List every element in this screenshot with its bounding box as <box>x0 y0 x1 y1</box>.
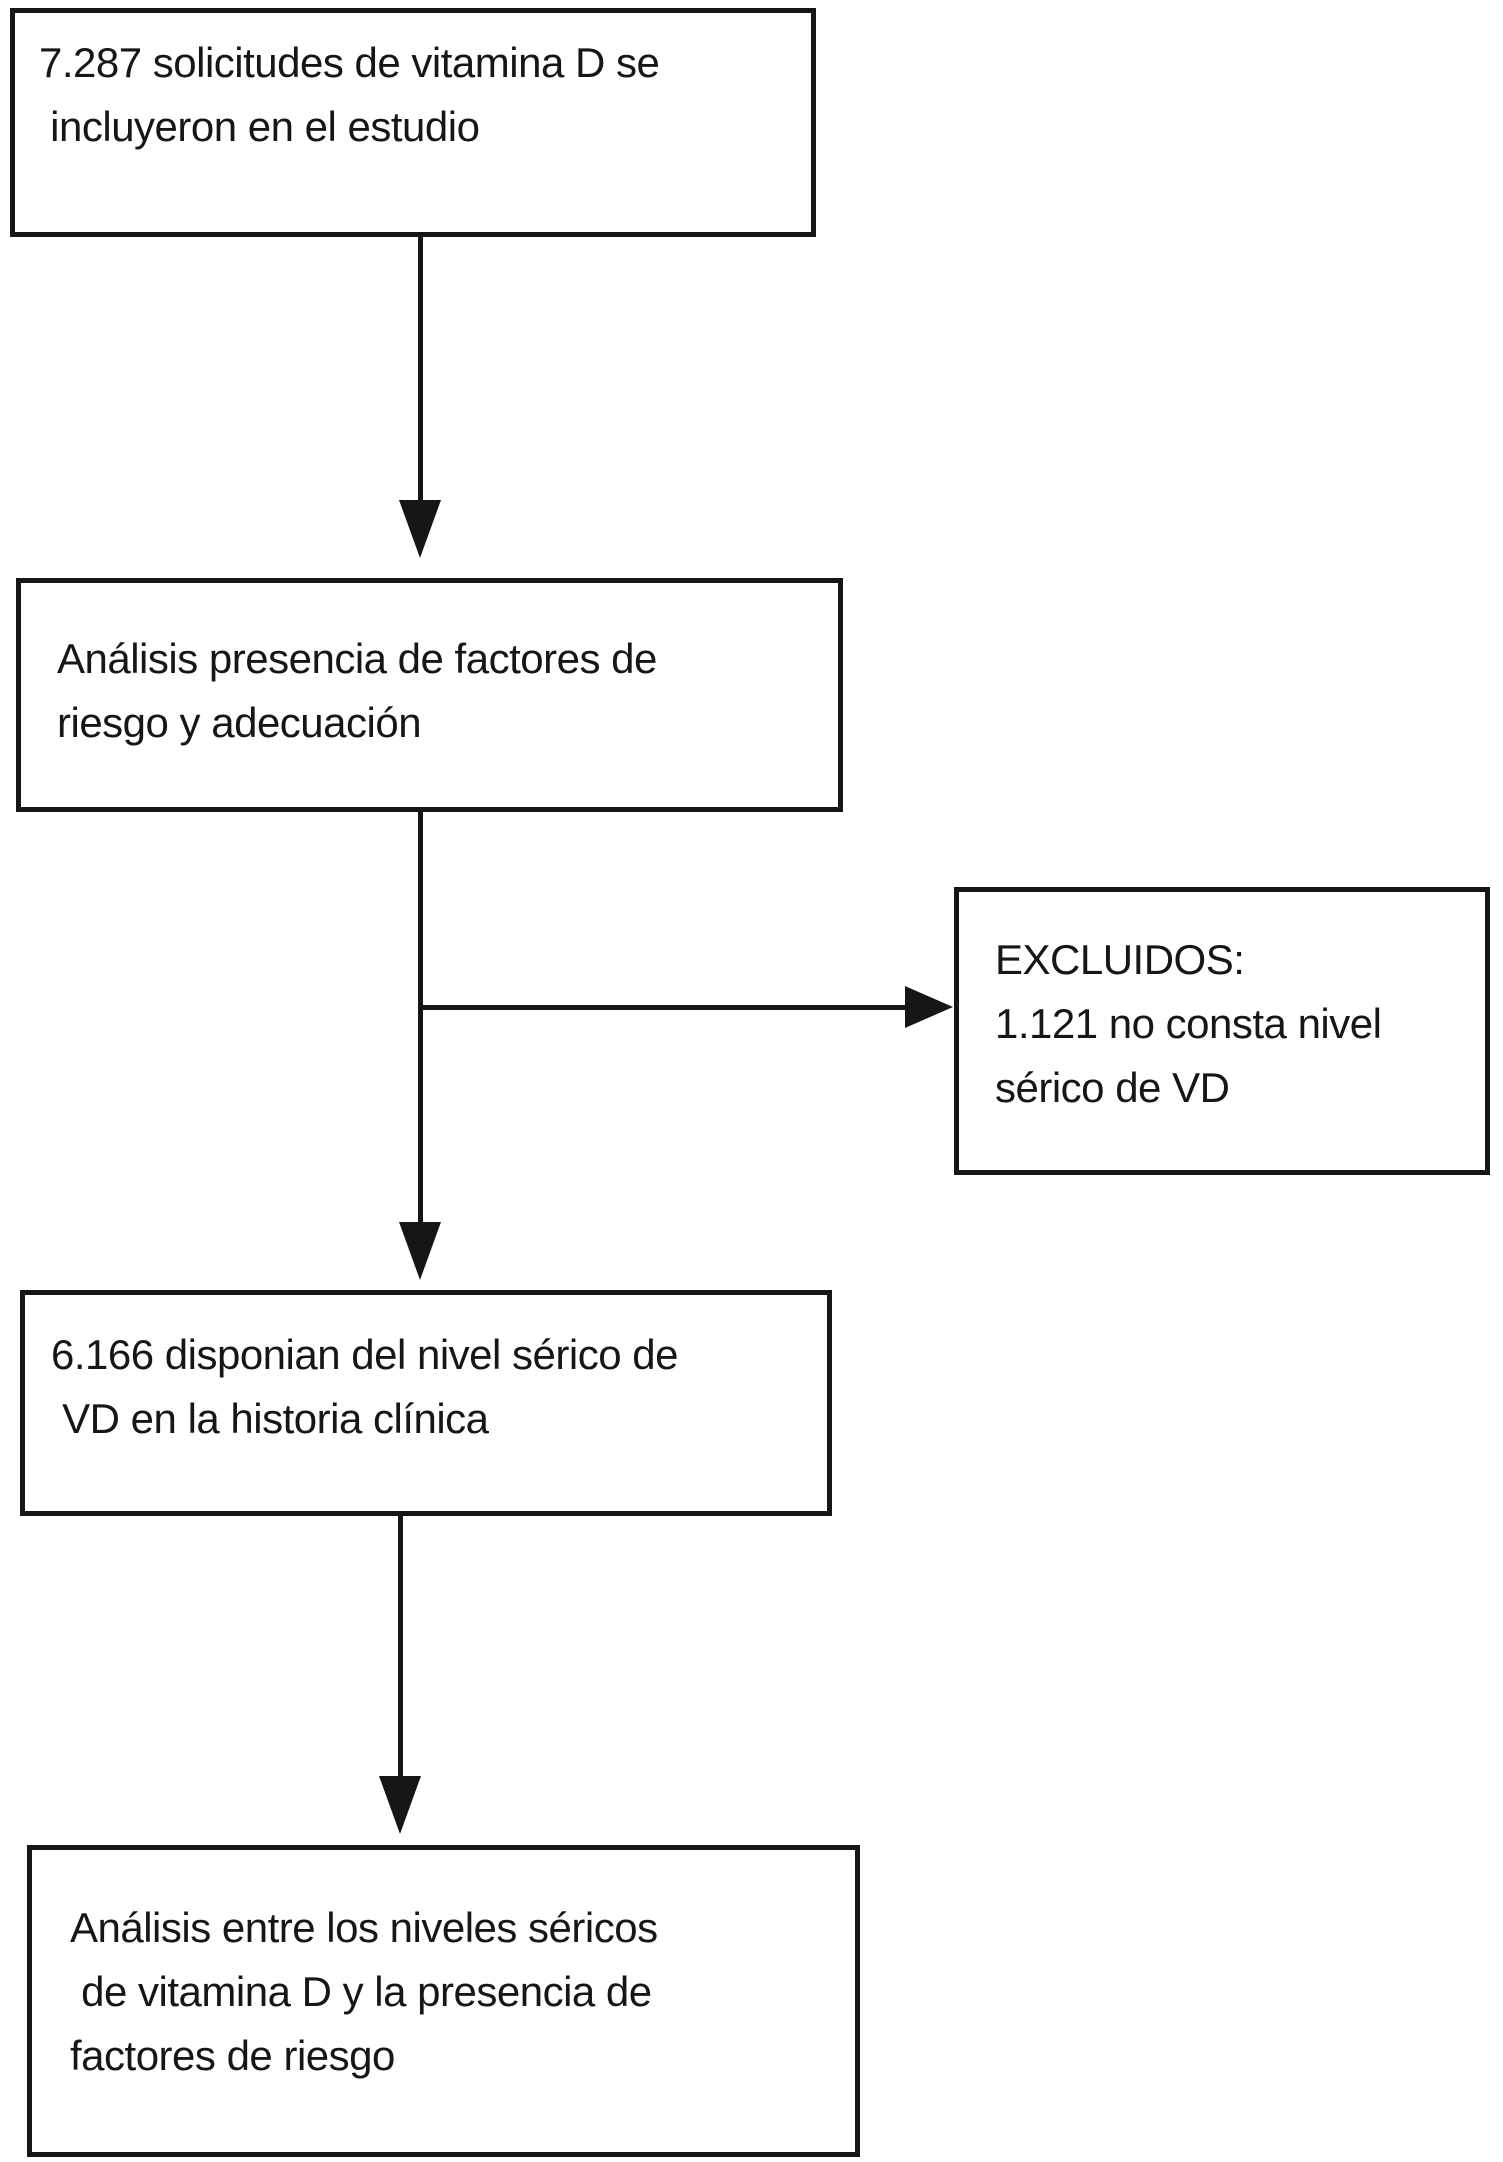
box-text-line: 7.287 solicitudes de vitamina D se <box>39 39 660 86</box>
box-text-line: de vitamina D y la presencia de <box>70 1968 652 2015</box>
connector-serum-to-final <box>398 1516 403 1778</box>
box-serum-available: 6.166 disponian del nivel sérico de VD e… <box>20 1290 832 1516</box>
box-included-requests: 7.287 solicitudes de vitamina D se inclu… <box>10 8 816 237</box>
arrow-down-icon <box>399 500 441 558</box>
box-text-line: Análisis presencia de factores de <box>57 635 657 682</box>
box-text-line: incluyeron en el estudio <box>39 103 480 150</box>
connector-included-to-risk <box>418 237 423 502</box>
box-text-line: factores de riesgo <box>70 2032 395 2079</box>
box-text-line: 6.166 disponian del nivel sérico de <box>51 1331 678 1378</box>
box-text-line: riesgo y adecuación <box>57 699 422 746</box>
box-text-line: 1.121 no consta nivel <box>995 1000 1382 1047</box>
box-text-line: VD en la historia clínica <box>51 1395 489 1442</box>
connector-branch-to-excluded <box>420 1005 907 1010</box>
box-risk-analysis: Análisis presencia de factores de riesgo… <box>16 578 843 812</box>
box-text-line: EXCLUIDOS: <box>995 936 1245 983</box>
box-final-analysis: Análisis entre los niveles séricos de vi… <box>27 1845 860 2157</box>
connector-risk-to-serum <box>418 812 423 1224</box>
box-excluded: EXCLUIDOS: 1.121 no consta nivel sérico … <box>954 887 1490 1175</box>
arrow-right-icon <box>905 986 953 1028</box>
arrow-down-icon <box>399 1222 441 1280</box>
arrow-down-icon <box>379 1776 421 1834</box>
box-text-line: sérico de VD <box>995 1064 1230 1111</box>
box-text-line: Análisis entre los niveles séricos <box>70 1904 658 1951</box>
